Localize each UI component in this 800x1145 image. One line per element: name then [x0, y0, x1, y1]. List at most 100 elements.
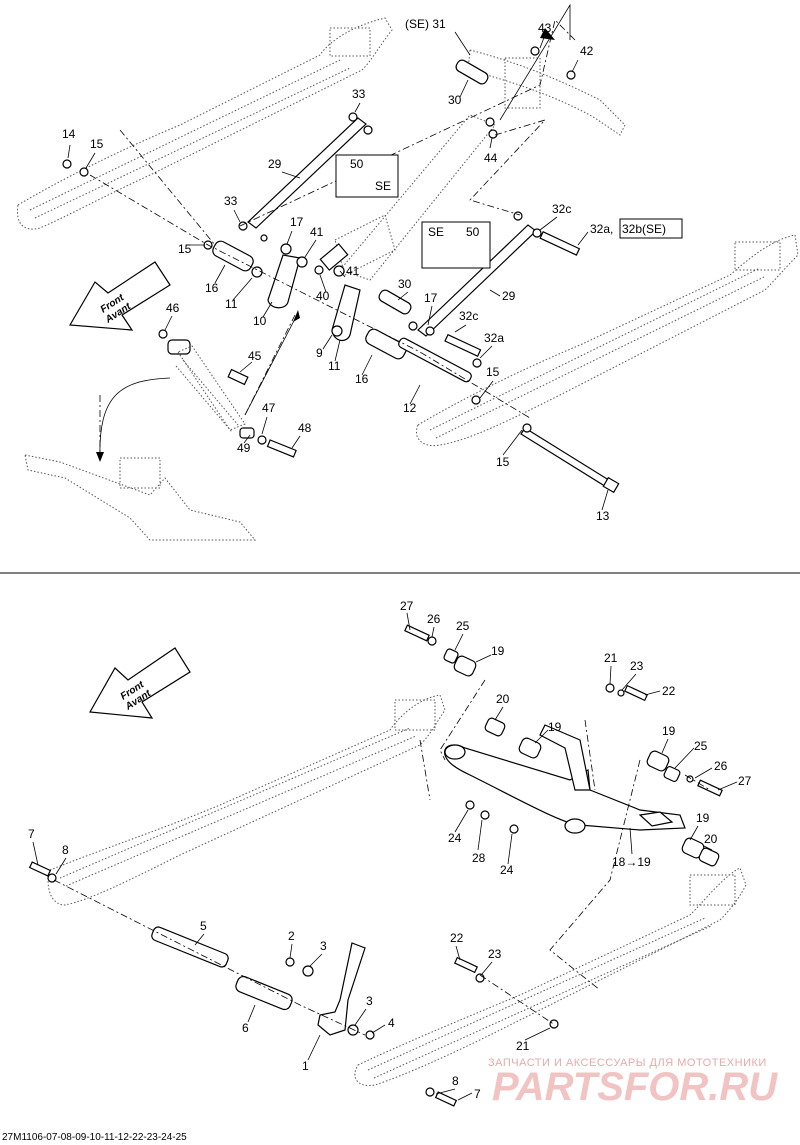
callout-label: 30 — [448, 93, 462, 107]
callout-label: 46 — [166, 301, 180, 315]
watermark-tagline: ЗАПЧАСТИ И АКСЕССУАРЫ ДЛЯ МОТОТЕХНИКИ — [488, 1057, 767, 1069]
callout-label: 7 — [474, 1087, 481, 1101]
callout-label: 15 — [178, 242, 192, 256]
callout-label: 47 — [262, 401, 276, 415]
callout-label: 44 — [484, 151, 498, 165]
callout-label: 32a, — [590, 222, 613, 236]
shock-absorber-top — [319, 114, 496, 281]
callout-label: 22 — [662, 684, 676, 698]
arm-18 — [443, 724, 686, 834]
front-arrow-top: Front Avant — [69, 261, 171, 331]
callout-label: 32c — [552, 202, 571, 216]
callout-label: 32a — [484, 331, 504, 345]
callout-label: 22 — [450, 931, 464, 945]
callout-label: SE — [428, 225, 444, 239]
callout-label: 4 — [388, 1016, 395, 1030]
callout-label: 21 — [604, 651, 618, 665]
callout-label: 41 — [310, 225, 324, 239]
drawing-code: 27M1106-07-08-09-10-11-12-22-23-24-25 — [2, 1132, 187, 1143]
callout-label: 8 — [452, 1074, 459, 1088]
front-arm-top — [467, 49, 626, 136]
callout-label: 25 — [456, 619, 470, 633]
callout-label: 14 — [62, 127, 76, 141]
callout-label: 19 — [548, 720, 562, 734]
callout-label: 28 — [472, 851, 486, 865]
tube-6 — [235, 975, 293, 1011]
callout-label: 50 — [350, 157, 364, 171]
callout-label: 32b(SE) — [622, 222, 666, 236]
callout-label: 11 — [225, 297, 238, 311]
front-arrow-bottom: Front Avant — [89, 647, 191, 719]
watermark-logo: PARTSFOR.RU — [492, 1065, 778, 1109]
shaft-12 — [398, 337, 472, 383]
left-rail-bottom — [47, 694, 446, 906]
callout-label: 24 — [500, 863, 514, 877]
leader-lines-bottom — [32, 612, 738, 1101]
callout-label: 33 — [352, 87, 366, 101]
spacer-30 — [378, 59, 489, 315]
callout-label: SE — [375, 179, 391, 193]
callout-label: 18→19 — [612, 855, 651, 869]
callout-label: 2 — [288, 929, 295, 943]
callout-label: 16 — [355, 372, 369, 386]
se-box-left — [335, 154, 399, 198]
callout-label: 11 — [328, 359, 341, 373]
tube-16-left — [212, 240, 254, 272]
callout-label: 10 — [253, 314, 267, 328]
callout-label: 29 — [268, 157, 282, 171]
callout-label: 24 — [448, 831, 462, 845]
callout-label: 32c — [459, 309, 478, 323]
callout-label: 26 — [714, 759, 728, 773]
callout-label: 19 — [696, 811, 710, 825]
callout-label: 15 — [90, 137, 104, 151]
callout-label: 7 — [28, 827, 35, 841]
top-assembly: Front Avant — [16, 3, 799, 541]
callout-label: 9 — [316, 346, 323, 360]
callout-label: 27 — [400, 599, 414, 613]
callout-label: 15 — [496, 455, 510, 469]
callout-label: (SE) 31 — [405, 17, 446, 31]
callout-label: 45 — [248, 349, 262, 363]
part-32b-se-box — [619, 218, 683, 239]
link-29-left — [247, 117, 367, 229]
callout-label: 42 — [580, 44, 594, 58]
callout-label: 19 — [662, 724, 676, 738]
callout-label: 27 — [738, 774, 752, 788]
callout-label: 20 — [704, 832, 718, 846]
tube-5 — [151, 926, 229, 968]
callout-label: 30 — [398, 277, 412, 291]
callout-label: 41 — [346, 264, 360, 278]
callout-label: 5 — [200, 919, 207, 933]
callout-label: 19 — [491, 644, 505, 658]
callout-label: 40 — [316, 289, 330, 303]
callout-label: 13 — [596, 509, 610, 523]
arrow-shock-to-arm — [99, 377, 171, 461]
callout-label: 16 — [205, 281, 219, 295]
callout-label: 43 — [538, 21, 552, 35]
callout-label: 33 — [224, 194, 238, 208]
callout-label: 15 — [486, 365, 500, 379]
callout-label: 49 — [237, 441, 251, 455]
callout-label: 25 — [694, 739, 708, 753]
bolt-13 — [520, 427, 613, 489]
callout-label: 20 — [496, 692, 510, 706]
se-box-right — [421, 221, 491, 269]
callout-label: 50 — [466, 225, 480, 239]
rear-arm-top — [24, 454, 257, 541]
callout-label: 23 — [488, 947, 502, 961]
right-rail-top — [416, 234, 799, 447]
bottom-assembly: Front Avant — [2, 612, 778, 1143]
callout-label: 26 — [427, 612, 441, 626]
arm-10 — [267, 254, 301, 309]
callout-label: 8 — [62, 843, 69, 857]
callout-label: 23 — [630, 659, 644, 673]
callout-label: 1 — [302, 1059, 309, 1073]
assembly-lines-bottom — [53, 679, 711, 1036]
callout-label: 6 — [242, 1021, 249, 1035]
callout-label: 48 — [298, 421, 312, 435]
callout-label: 29 — [502, 289, 516, 303]
callout-label: 17 — [290, 215, 304, 229]
left-rail-top — [16, 17, 393, 230]
